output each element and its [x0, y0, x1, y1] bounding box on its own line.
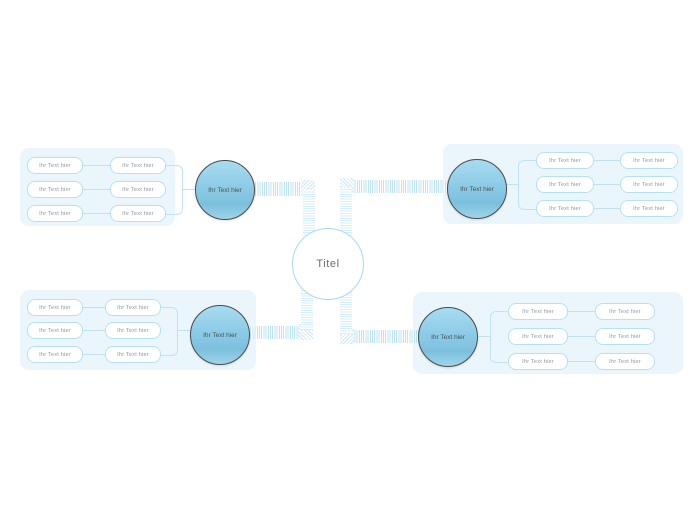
center-label: Titel — [316, 258, 340, 270]
leaf-label: Ihr Text hier — [549, 205, 581, 212]
leaf-node[interactable]: Ihr Text hier — [27, 346, 83, 363]
connector-wire — [82, 329, 105, 331]
connector-bracket — [164, 164, 183, 215]
leaf-node[interactable]: Ihr Text hier — [27, 157, 83, 174]
leaf-node[interactable]: Ihr Text hier — [620, 176, 678, 193]
leaf-label: Ihr Text hier — [117, 327, 149, 334]
leaf-node[interactable]: Ihr Text hier — [27, 299, 83, 316]
leaf-node[interactable]: Ihr Text hier — [536, 152, 594, 169]
leaf-node[interactable]: Ihr Text hier — [27, 181, 83, 198]
leaf-label: Ihr Text hier — [522, 308, 554, 315]
branch-node-bottom-right[interactable]: Ihr Text hier — [418, 307, 478, 367]
leaf-label: Ihr Text hier — [633, 157, 665, 164]
leaf-node[interactable]: Ihr Text hier — [110, 205, 166, 222]
leaf-label: Ihr Text hier — [122, 210, 154, 217]
leaf-node[interactable]: Ihr Text hier — [508, 328, 568, 345]
branch-node-top-left[interactable]: Ihr Text hier — [195, 160, 255, 220]
leaf-node[interactable]: Ihr Text hier — [508, 353, 568, 370]
branch-label: Ihr Text hier — [431, 333, 465, 341]
connector-wire — [476, 335, 490, 337]
band-bottom-left-vertical — [301, 288, 313, 330]
leaf-label: Ihr Text hier — [117, 351, 149, 358]
band-top-left-vertical — [303, 190, 315, 238]
band-bottom-right-vertical — [340, 288, 352, 334]
connector-bracket — [490, 310, 509, 363]
leaf-node[interactable]: Ihr Text hier — [595, 303, 655, 320]
leaf-node[interactable]: Ihr Text hier — [27, 322, 83, 339]
leaf-node[interactable]: Ihr Text hier — [595, 328, 655, 345]
connector-wire — [592, 159, 620, 161]
leaf-node[interactable]: Ihr Text hier — [536, 176, 594, 193]
leaf-label: Ihr Text hier — [609, 333, 641, 340]
connector-wire — [566, 310, 595, 312]
leaf-node[interactable]: Ihr Text hier — [508, 303, 568, 320]
leaf-label: Ihr Text hier — [549, 181, 581, 188]
center-node-title[interactable]: Titel — [292, 228, 364, 300]
leaf-label: Ihr Text hier — [609, 358, 641, 365]
connector-wire — [82, 353, 105, 355]
connector-wire — [505, 183, 518, 185]
leaf-label: Ihr Text hier — [633, 181, 665, 188]
connector-wire — [82, 212, 110, 214]
connector-wire — [592, 207, 620, 209]
leaf-node[interactable]: Ihr Text hier — [105, 299, 161, 316]
connector-wire — [82, 306, 105, 308]
connector-bracket — [518, 159, 537, 210]
branch-label: Ihr Text hier — [208, 186, 242, 194]
branch-label: Ihr Text hier — [460, 185, 494, 193]
branch-node-bottom-left[interactable]: Ihr Text hier — [190, 305, 250, 365]
leaf-label: Ihr Text hier — [609, 308, 641, 315]
leaf-label: Ihr Text hier — [122, 186, 154, 193]
leaf-label: Ihr Text hier — [39, 304, 71, 311]
leaf-label: Ihr Text hier — [39, 351, 71, 358]
leaf-node[interactable]: Ihr Text hier — [27, 205, 83, 222]
leaf-node[interactable]: Ihr Text hier — [110, 181, 166, 198]
connector-wire — [566, 335, 595, 337]
leaf-label: Ihr Text hier — [39, 210, 71, 217]
leaf-node[interactable]: Ihr Text hier — [110, 157, 166, 174]
leaf-label: Ihr Text hier — [522, 358, 554, 365]
leaf-node[interactable]: Ihr Text hier — [536, 200, 594, 217]
connector-bracket — [159, 306, 178, 356]
leaf-node[interactable]: Ihr Text hier — [105, 322, 161, 339]
leaf-label: Ihr Text hier — [117, 304, 149, 311]
leaf-node[interactable]: Ihr Text hier — [620, 152, 678, 169]
branch-node-top-right[interactable]: Ihr Text hier — [447, 159, 507, 219]
leaf-node[interactable]: Ihr Text hier — [595, 353, 655, 370]
band-bottom-right-horizontal — [350, 330, 420, 343]
connector-wire — [82, 188, 110, 190]
leaf-label: Ihr Text hier — [39, 186, 71, 193]
leaf-label: Ihr Text hier — [549, 157, 581, 164]
leaf-label: Ihr Text hier — [633, 205, 665, 212]
leaf-label: Ihr Text hier — [39, 162, 71, 169]
leaf-label: Ihr Text hier — [39, 327, 71, 334]
band-top-left-horizontal — [253, 182, 308, 196]
band-top-right-vertical — [340, 188, 352, 238]
connector-wire — [592, 183, 620, 185]
branch-label: Ihr Text hier — [203, 331, 237, 339]
leaf-node[interactable]: Ihr Text hier — [105, 346, 161, 363]
connector-wire — [182, 188, 196, 190]
leaf-label: Ihr Text hier — [122, 162, 154, 169]
band-bottom-left-horizontal — [248, 326, 306, 339]
connector-wire — [566, 360, 595, 362]
connector-wire — [82, 164, 110, 166]
band-top-right-horizontal — [348, 180, 448, 193]
leaf-node[interactable]: Ihr Text hier — [620, 200, 678, 217]
leaf-label: Ihr Text hier — [522, 333, 554, 340]
connector-wire — [177, 329, 191, 331]
